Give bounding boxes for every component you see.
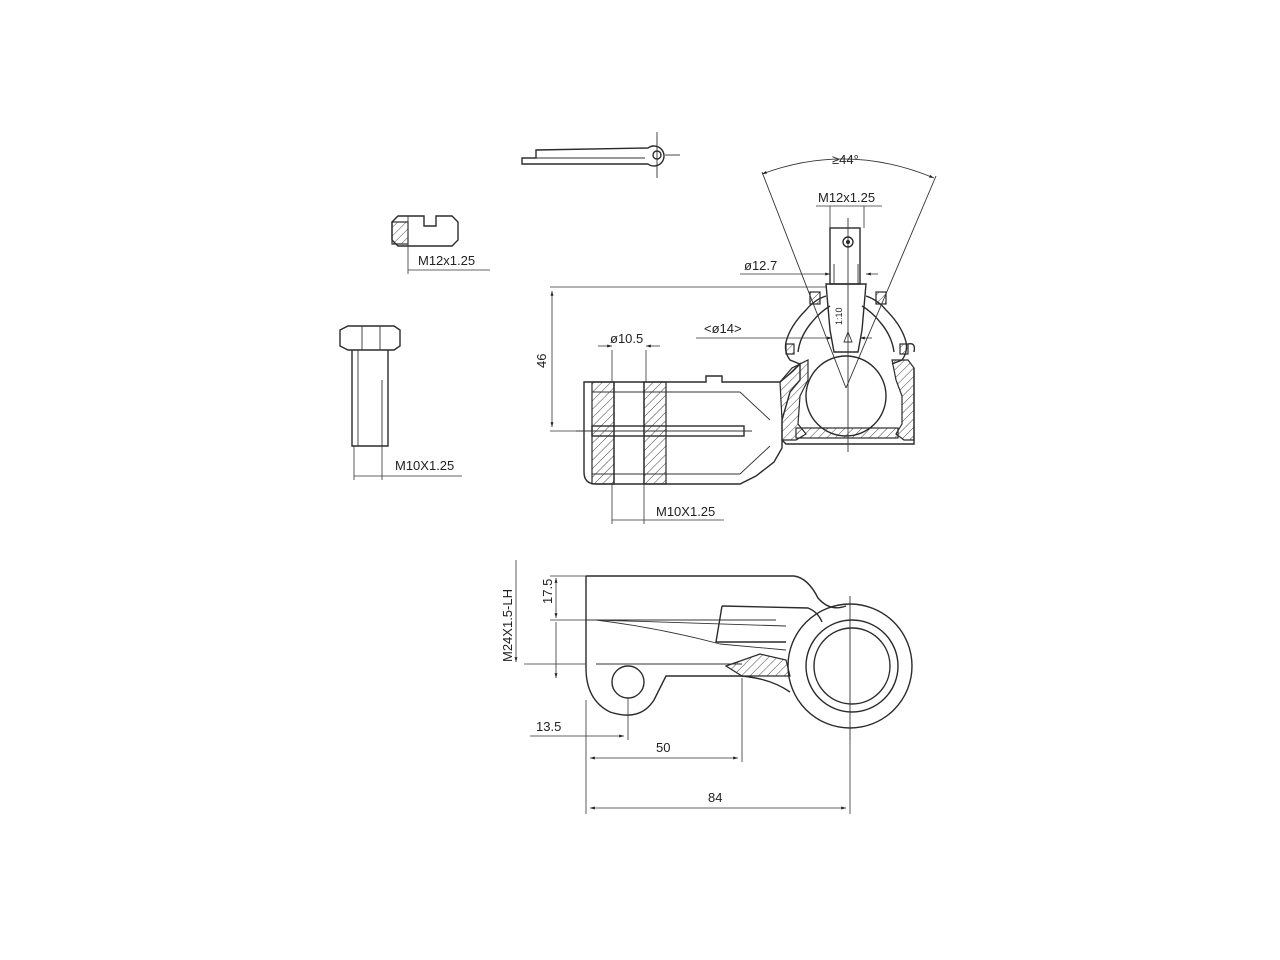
taper-ratio-label: 1:10 — [834, 307, 844, 325]
main-thread-label: M24X1.5-LH — [500, 589, 515, 662]
cone-angle-label: ≥44° — [832, 152, 859, 167]
hex-bolt: M10X1.25 — [339, 325, 462, 480]
dim-50-label: 50 — [656, 740, 670, 755]
dim-84-label: 84 — [708, 790, 722, 805]
height-46-label: 46 — [534, 354, 549, 368]
offset-17-5-label: 17.5 — [540, 579, 555, 604]
tie-rod-end-side-view: 17.5 M24X1.5-LH 13.5 50 84 — [500, 560, 913, 814]
dim-13-5-label: 13.5 — [536, 719, 561, 734]
castle-nut-thread-label: M12x1.25 — [418, 253, 475, 268]
bore-diameter-label: ø10.5 — [610, 331, 643, 346]
castle-nut: M12x1.25 — [391, 215, 490, 274]
bolt-thread-label: M10X1.25 — [395, 458, 454, 473]
tie-rod-end-section-view: 1:10 ≥44° M12x1.25 ø12.7 <ø14> — [534, 152, 937, 524]
housing-bolt-thread-label: M10X1.25 — [656, 504, 715, 519]
stud-diameter-label: ø12.7 — [744, 258, 777, 273]
stud-thread-label: M12x1.25 — [818, 190, 875, 205]
cone-diameter-label: <ø14> — [704, 321, 742, 336]
cotter-pin — [521, 132, 680, 178]
